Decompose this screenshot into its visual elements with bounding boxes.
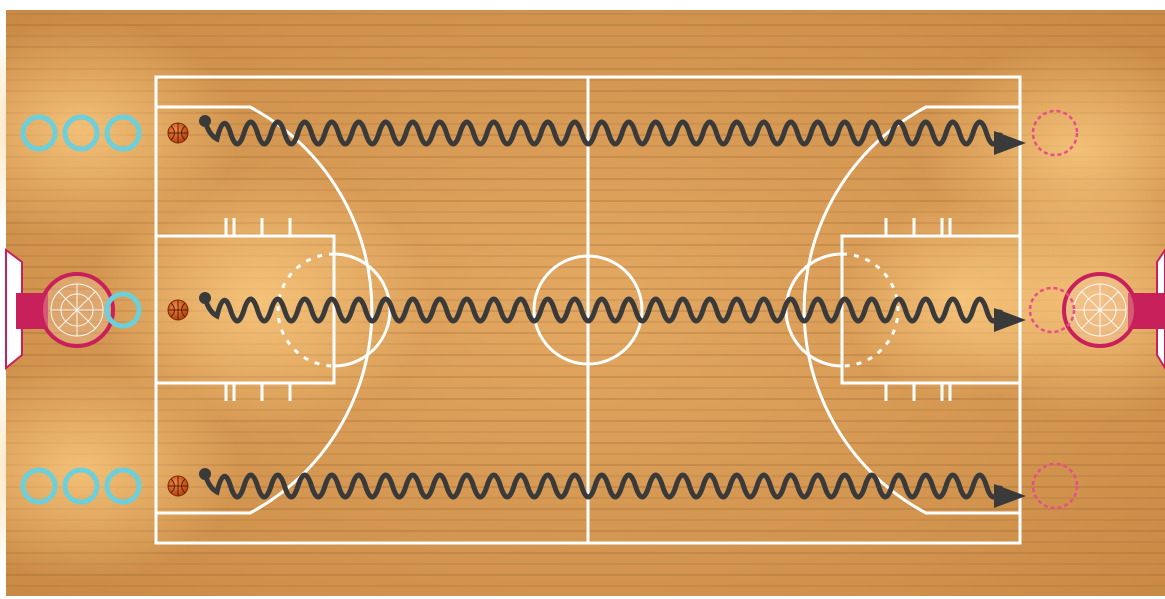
basketball-icon	[168, 123, 188, 143]
basketball-icon	[168, 476, 188, 496]
path-start-dot	[199, 468, 211, 480]
path-start-dot	[199, 292, 211, 304]
basketball-icon	[168, 300, 188, 320]
path-start-dot	[199, 115, 211, 127]
